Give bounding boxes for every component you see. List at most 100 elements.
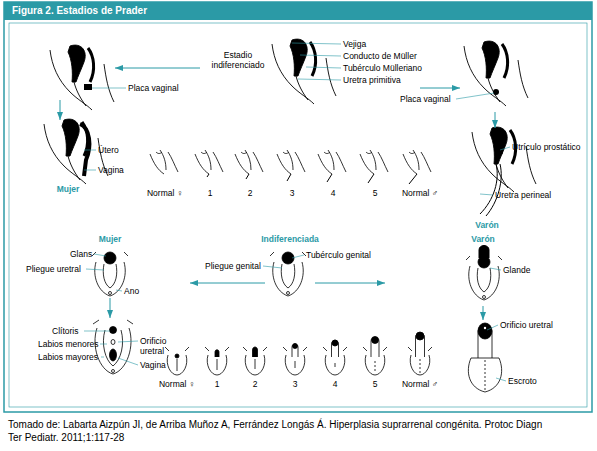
external-illustrations: [93, 320, 133, 374]
prader-internal-series: [277, 150, 305, 174]
prader-external-series: [165, 347, 189, 375]
internal-illustrations: [84, 84, 92, 90]
callout-label: Vagina: [98, 165, 124, 175]
prader-external-series: [205, 347, 229, 375]
prader-external-series: [363, 347, 387, 375]
callout-label: Vagina: [140, 360, 166, 370]
prader-external-series: [420, 359, 421, 374]
stage-label: 4: [333, 379, 338, 389]
callout-label: Utrículo prostático: [512, 142, 581, 152]
external-illustrations: [103, 330, 122, 366]
external-illustrations: [270, 252, 306, 296]
external-illustrations: [485, 360, 486, 390]
development-arrow: [110, 298, 111, 318]
prader-internal-series: [360, 150, 388, 174]
stage-label: Normal ♀: [159, 379, 195, 389]
prader-internal-series: [246, 174, 249, 179]
callout-label: Pliegue uretral: [26, 264, 81, 274]
prader-internal-series: [318, 150, 346, 174]
development-arrow: [60, 100, 61, 120]
prader-internal-series: [368, 174, 374, 183]
leader-lines: [84, 150, 96, 170]
stage-label: 3: [293, 379, 298, 389]
prader-internal-series: [195, 150, 223, 174]
prader-external-series: [293, 344, 298, 349]
prader-external-series: [372, 337, 379, 344]
stage-label: 1: [215, 379, 220, 389]
stage-label: 5: [373, 188, 378, 198]
external-illustrations: [93, 320, 133, 324]
stage-label: Normal ♀: [147, 188, 183, 198]
callout-label: Estadio indiferenciado: [204, 50, 272, 70]
internal-illustrations: [44, 39, 536, 216]
development-arrow: [115, 68, 200, 69]
external-illustrations: [479, 246, 489, 259]
leader-lines: [456, 93, 494, 99]
group-heading: Varón: [471, 234, 495, 244]
callout-label: Labios menores: [38, 339, 98, 349]
leader-lines: [263, 255, 304, 268]
prader-external-series: [215, 350, 219, 357]
prader-internal-series: [150, 150, 431, 184]
prader-external-series: [416, 332, 424, 340]
illustration-node: IndiferenciadaPliegue genitalTubérculo g…: [265, 248, 315, 298]
prader-internal-series: [327, 174, 332, 182]
group-heading: Indiferenciada: [261, 234, 319, 244]
external-illustrations: [92, 246, 502, 393]
group-heading: Mujer: [57, 184, 80, 194]
internal-illustrations: [272, 39, 336, 104]
illustration-node: MujerGlansPliegue uretralAno: [88, 236, 190, 298]
prader-external-series: [335, 363, 336, 367]
figure-frame: [4, 2, 592, 20]
external-illustrations: [112, 370, 115, 373]
callout-label: Ano: [124, 286, 139, 296]
stage-label: 3: [290, 188, 295, 198]
illustration-node: Utrículo prostáticoUretra perinealVarón: [470, 128, 535, 218]
prader-external-series: [175, 354, 179, 358]
prader-external-series: [255, 359, 256, 369]
callout-label: Glande: [503, 265, 530, 275]
prader-internal-series: [409, 174, 417, 184]
group-heading: Mujer: [99, 234, 122, 244]
external-illustrations: [92, 252, 128, 296]
callout-label: Orificio uretral: [500, 320, 553, 330]
internal-illustrations: [493, 89, 499, 95]
leader-lines: [487, 325, 506, 381]
prader-external-series: [283, 344, 307, 376]
prader-external-series: [205, 347, 229, 375]
prader-internal-series: [287, 174, 291, 181]
figure-frame: [4, 2, 592, 412]
prader-external-series: [243, 347, 267, 375]
prader-external-series: [217, 359, 218, 370]
stage-label: 4: [331, 188, 336, 198]
prader-internal-series: [235, 150, 263, 174]
stage-label: 5: [373, 379, 378, 389]
callout-label: Útero: [98, 145, 119, 155]
callout-label: Conducto de Müller: [343, 51, 417, 61]
illustration-node: VarónGlande: [385, 236, 505, 306]
prader-external-series: [363, 337, 387, 376]
illustration-node: Orificio uretralEscroto: [462, 320, 507, 392]
stage-label: Normal ♂: [402, 188, 438, 198]
leader-lines: [84, 43, 510, 381]
prader-external-series: [177, 359, 178, 371]
prader-external-series: [165, 347, 189, 375]
stage-label: 1: [208, 188, 213, 198]
external-illustrations: [484, 327, 486, 329]
leader-lines: [86, 254, 122, 291]
external-illustrations: [110, 327, 117, 334]
prader-external-series: [283, 347, 307, 375]
prader-external-series: [165, 332, 432, 375]
figure-caption: Tomado de: Labarta Aizpún JI, de Arriba …: [8, 418, 553, 444]
prader-external-series: [253, 347, 258, 357]
prader-internal-series: [207, 174, 209, 177]
external-illustrations: [95, 328, 131, 374]
callout-label: Escroto: [508, 376, 537, 386]
callout-label: Orificio uretral: [140, 336, 176, 356]
leader-lines: [480, 147, 510, 195]
figure-frame: [9, 23, 587, 407]
prader-external-series: [243, 347, 267, 375]
prader-external-series: [371, 337, 379, 357]
